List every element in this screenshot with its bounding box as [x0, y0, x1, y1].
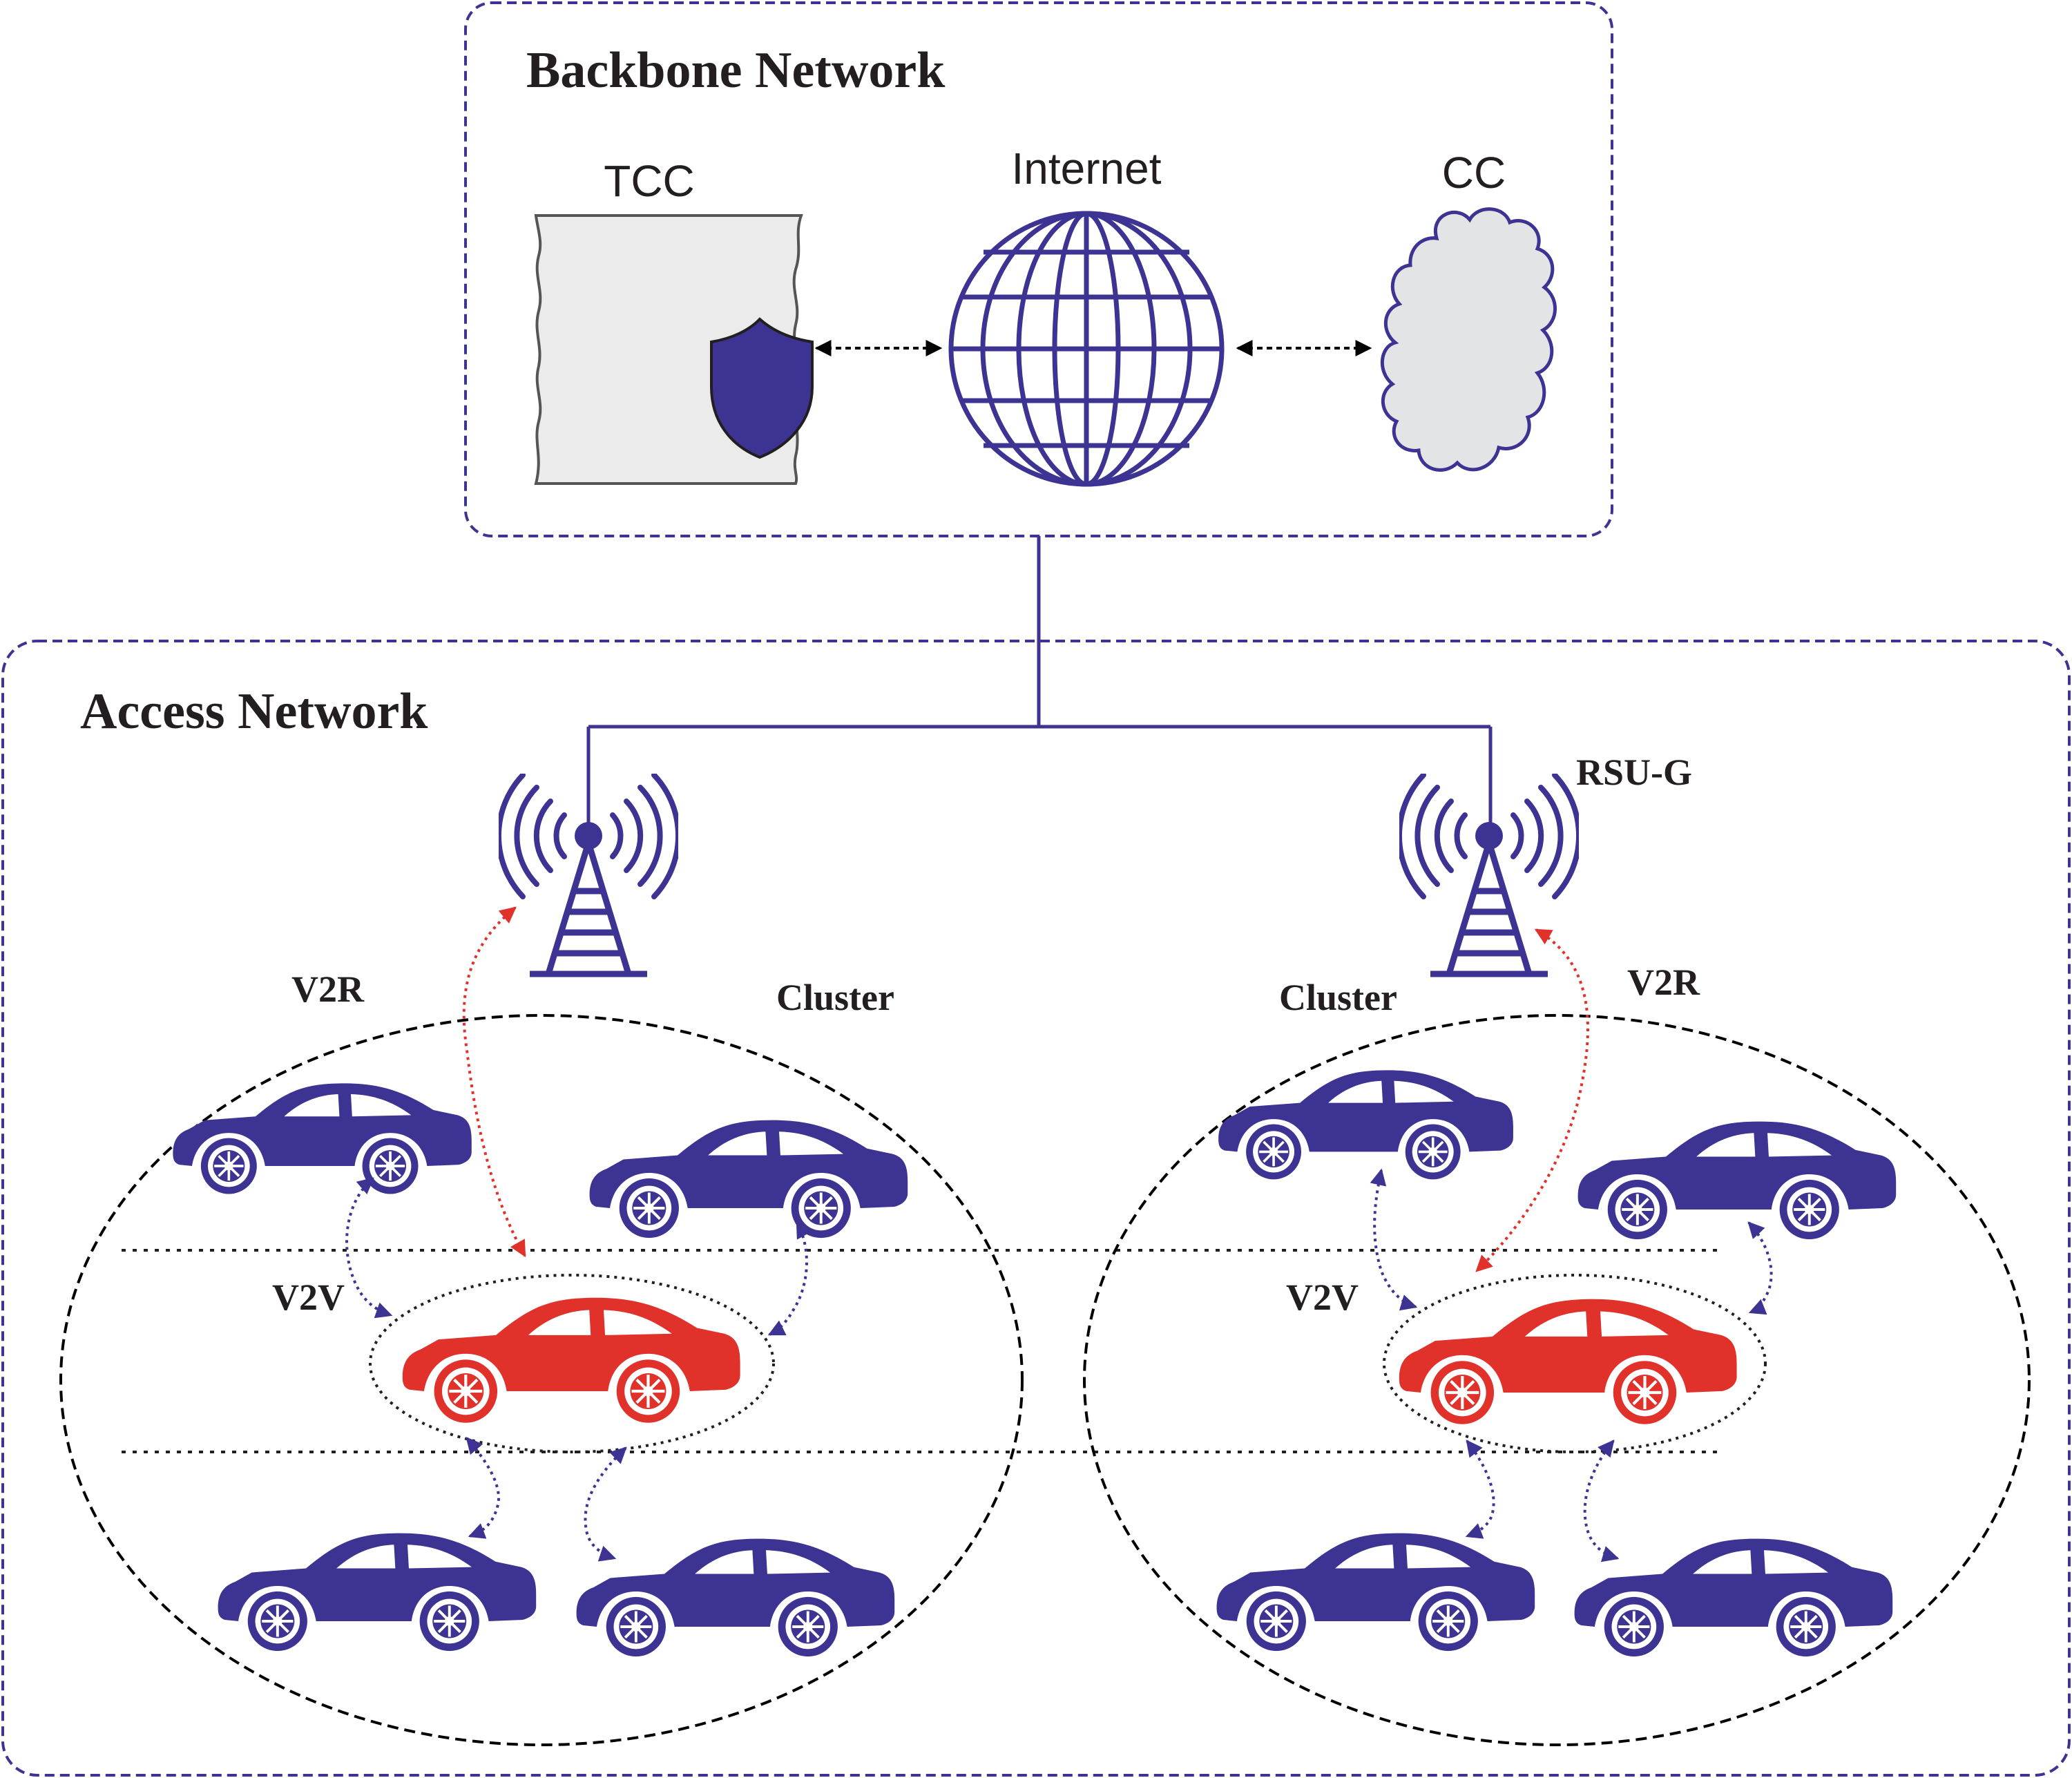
cluster-head-left-ring: [369, 1274, 775, 1453]
internet-label: Internet: [1011, 144, 1161, 193]
v2v-link-left-1: [345, 1177, 393, 1319]
cluster-left-label: Cluster: [776, 977, 894, 1018]
v2r-left-label: V2R: [291, 968, 365, 1010]
car-right-bottom-1: [1215, 1531, 1537, 1653]
v2v-link-left-2: [767, 1221, 812, 1336]
car-right-top-2: [1578, 1122, 1897, 1240]
tcc-shield-icon: [710, 317, 814, 459]
v2v-link-right-4: [1583, 1440, 1620, 1562]
car-right-top-1: [1217, 1069, 1515, 1181]
access-network-box: [1, 640, 2071, 1777]
backbone-access-link: [586, 536, 1493, 836]
car-left-bottom-1: [216, 1531, 538, 1653]
access-network-title: Access Network: [80, 683, 428, 740]
car-left-top-2: [588, 1118, 910, 1240]
cluster-head-car-left: [403, 1298, 740, 1423]
v2v-link-left-3: [466, 1437, 500, 1539]
cluster-right-label: Cluster: [1279, 977, 1397, 1018]
v2v-link-right-2: [1747, 1221, 1773, 1315]
cluster-head-car-right: [1399, 1299, 1737, 1424]
v2r-link-right: [1475, 928, 1589, 1272]
v2r-link-left: [462, 906, 526, 1258]
cluster-right-boundary: [1083, 1014, 2031, 1746]
v2r-right-label: V2R: [1627, 962, 1700, 1003]
v2v-left-label: V2V: [272, 1277, 345, 1318]
cluster-left-boundary: [59, 1014, 1024, 1746]
car-left-top-1: [171, 1082, 473, 1196]
rsu-g-label: RSU-G: [1576, 752, 1692, 793]
car-left-bottom-2: [575, 1537, 896, 1658]
backbone-network-title: Backbone Network: [526, 42, 946, 99]
internet-globe-icon: [948, 211, 1225, 487]
cluster-head-right-ring: [1383, 1274, 1767, 1453]
cc-cloud-icon: [1381, 207, 1557, 472]
cc-label: CC: [1442, 148, 1506, 198]
v2v-right-label: V2V: [1286, 1277, 1359, 1318]
car-right-bottom-2: [1573, 1537, 1894, 1658]
v2v-link-right-1: [1370, 1168, 1418, 1311]
v2v-link-right-3: [1465, 1440, 1495, 1539]
tcc-label: TCC: [604, 156, 695, 206]
v2v-link-left-4: [584, 1446, 627, 1562]
